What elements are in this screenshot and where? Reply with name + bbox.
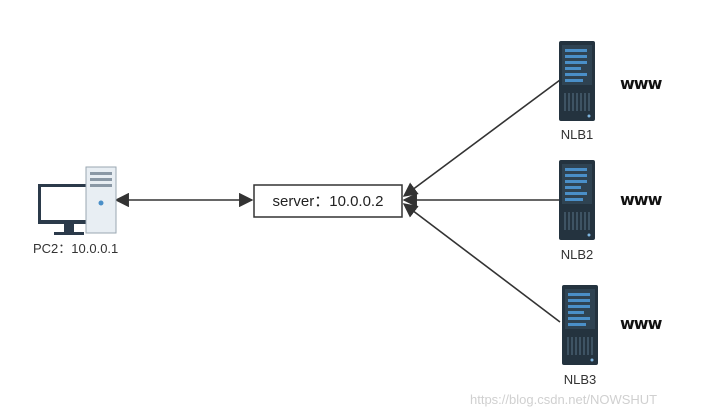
pc-label: PC2：10.0.0.1 — [33, 241, 118, 256]
link-nlb3-server — [402, 203, 561, 323]
server-rack-icon-nlb3 — [562, 285, 598, 365]
watermark: https://blog.csdn.net/NOWSHUT — [470, 392, 657, 407]
nlb1-label: NLB1 — [561, 127, 594, 142]
server-rack-icon-nlb1 — [559, 41, 595, 121]
pc-icon — [38, 166, 117, 235]
server-rack-icon-nlb2 — [559, 160, 595, 240]
nlb2-label: NLB2 — [561, 247, 594, 262]
nlb3-www-tag: www — [620, 314, 663, 333]
link-nlb1-server — [402, 79, 561, 197]
nlb2-www-tag: www — [620, 190, 663, 209]
nlb3-label: NLB3 — [564, 372, 597, 387]
server-label: server：10.0.0.2 — [273, 193, 384, 210]
nlb1-www-tag: www — [620, 74, 663, 93]
server-node — [253, 184, 403, 218]
